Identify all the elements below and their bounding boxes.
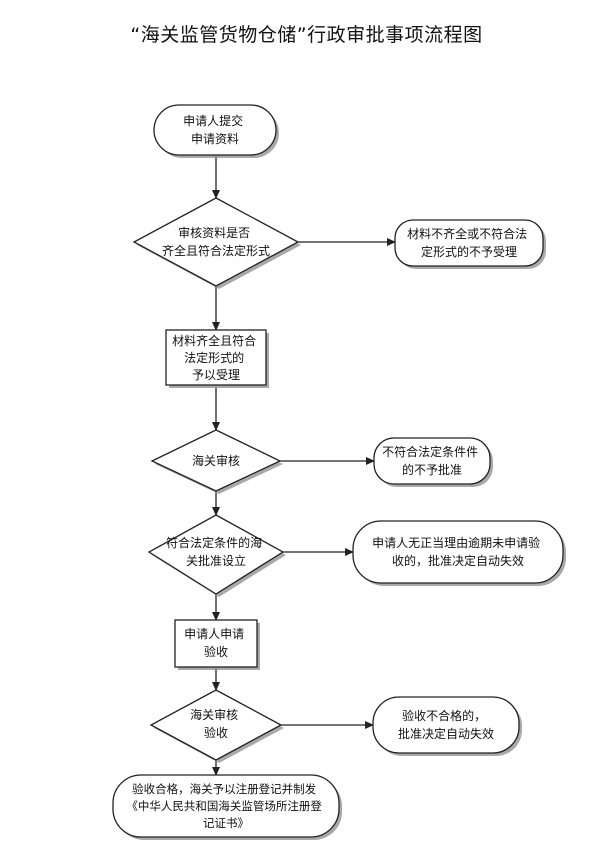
node-fail-line-2: 批准决定自动失效 [398, 726, 494, 741]
node-approve-line-2: 关批准设立 [186, 553, 246, 568]
node-review2-line-2: 验收 [204, 725, 228, 740]
svg-text:不符合法定条件件 的不予批准: 不符合法定条件件 的不予批准 [382, 444, 482, 477]
node-apply-line-1: 申请人申请 [184, 627, 244, 641]
svg-text:海关审核: 海关审核 [192, 453, 240, 468]
node-final: 验收合格，海关予以注册登记并制发 《中华人民共和国海关监管场所注册登 记证书》 [112, 774, 342, 840]
svg-text:验收不合格的， 批准决定自动失效: 验收不合格的， 批准决定自动失效 [398, 708, 494, 741]
node-accepted-line-1: 材料齐全且符合 [172, 333, 256, 348]
node-accepted: 材料齐全且符合 法定形式的 予以受理 [165, 329, 269, 388]
edges [212, 155, 396, 776]
node-final-line-2: 《中华人民共和国海关监管场所注册登 [126, 799, 322, 813]
svg-text:审核资料是否 齐全且符合法定形式: 审核资料是否 齐全且符合法定形式 [162, 225, 270, 258]
svg-text:材料齐全且符合 法定形式的 予以受理: 材料齐全且符合 法定形式的 予以受理 [172, 333, 260, 382]
node-final-line-1: 验收合格，海关予以注册登记并制发 [132, 782, 316, 796]
node-check-line-1: 审核资料是否 [178, 225, 250, 240]
node-fail-line-1: 验收不合格的， [402, 708, 486, 723]
node-reject-incomplete-line-2: 定形式的不予受理 [421, 244, 517, 259]
diagram-title: “海关监管货物仓储”行政审批事项流程图 [130, 24, 483, 46]
svg-text:材料不齐全或不符合法 定形式的不予受理: 材料不齐全或不符合法 定形式的不予受理 [407, 226, 531, 259]
node-lapse-line-1: 申请人无正当理由逾期未申请验 [372, 535, 540, 550]
node-apply-line-2: 验收 [204, 644, 228, 659]
node-reject-not-qualified: 不符合法定条件件 的不予批准 [373, 437, 493, 487]
node-accepted-line-2: 法定形式的 [184, 350, 244, 365]
node-review1-line-1: 海关审核 [192, 453, 240, 468]
node-approve-setup: 符合法定条件的海 关批准设立 [147, 514, 286, 597]
node-check-materials: 审核资料是否 齐全且符合法定形式 [132, 197, 301, 289]
node-lapse-line-2: 收的，批准决定自动失效 [392, 553, 524, 568]
node-customs-review-1: 海关审核 [150, 429, 283, 494]
node-not-qualified-line-1: 不符合法定条件件 [382, 444, 478, 459]
node-start-line-2: 申请资料 [191, 132, 239, 146]
svg-text:申请人无正当理由逾期未申请验 收的，批准决定自动: 申请人无正当理由逾期未申请验 收的，批准决定自动失效 [372, 535, 544, 568]
node-reject-incomplete-line-1: 材料不齐全或不符合法 [407, 226, 527, 241]
node-approval-lapse: 申请人无正当理由逾期未申请验 收的，批准决定自动失效 [352, 520, 566, 586]
node-customs-review-2: 海关审核 验收 [149, 689, 284, 763]
svg-text:验收合格，海关予以注册登记并制发 《中华人民共和: 验收合格，海关予以注册登记并制发 《中华人民共和国海关监管场所注册登 记证书》 [126, 782, 325, 830]
node-check-line-2: 齐全且符合法定形式 [162, 243, 270, 258]
svg-text:申请人提交 申请资料: 申请人提交 申请资料 [183, 113, 247, 146]
node-approve-line-1: 符合法定条件的海 [166, 535, 262, 550]
node-final-line-3: 记证书》 [203, 816, 249, 830]
svg-text:符合法定条件的海 关批准设立: 符合法定条件的海 关批准设立 [166, 535, 266, 568]
node-accepted-line-3: 予以受理 [192, 368, 240, 382]
node-apply-inspection: 申请人申请 验收 [174, 619, 260, 670]
node-start: 申请人提交 申请资料 [153, 104, 279, 158]
node-start-line-1: 申请人提交 [183, 113, 243, 128]
node-reject-incomplete: 材料不齐全或不符合法 定形式的不予受理 [394, 219, 546, 269]
svg-text:海关审核 验收: 海关审核 验收 [190, 707, 242, 740]
node-inspection-fail: 验收不合格的， 批准决定自动失效 [372, 696, 522, 756]
svg-text:申请人申请 验收: 申请人申请 验收 [184, 627, 248, 659]
node-not-qualified-line-2: 的不予批准 [402, 462, 462, 477]
node-review2-line-1: 海关审核 [190, 707, 238, 722]
